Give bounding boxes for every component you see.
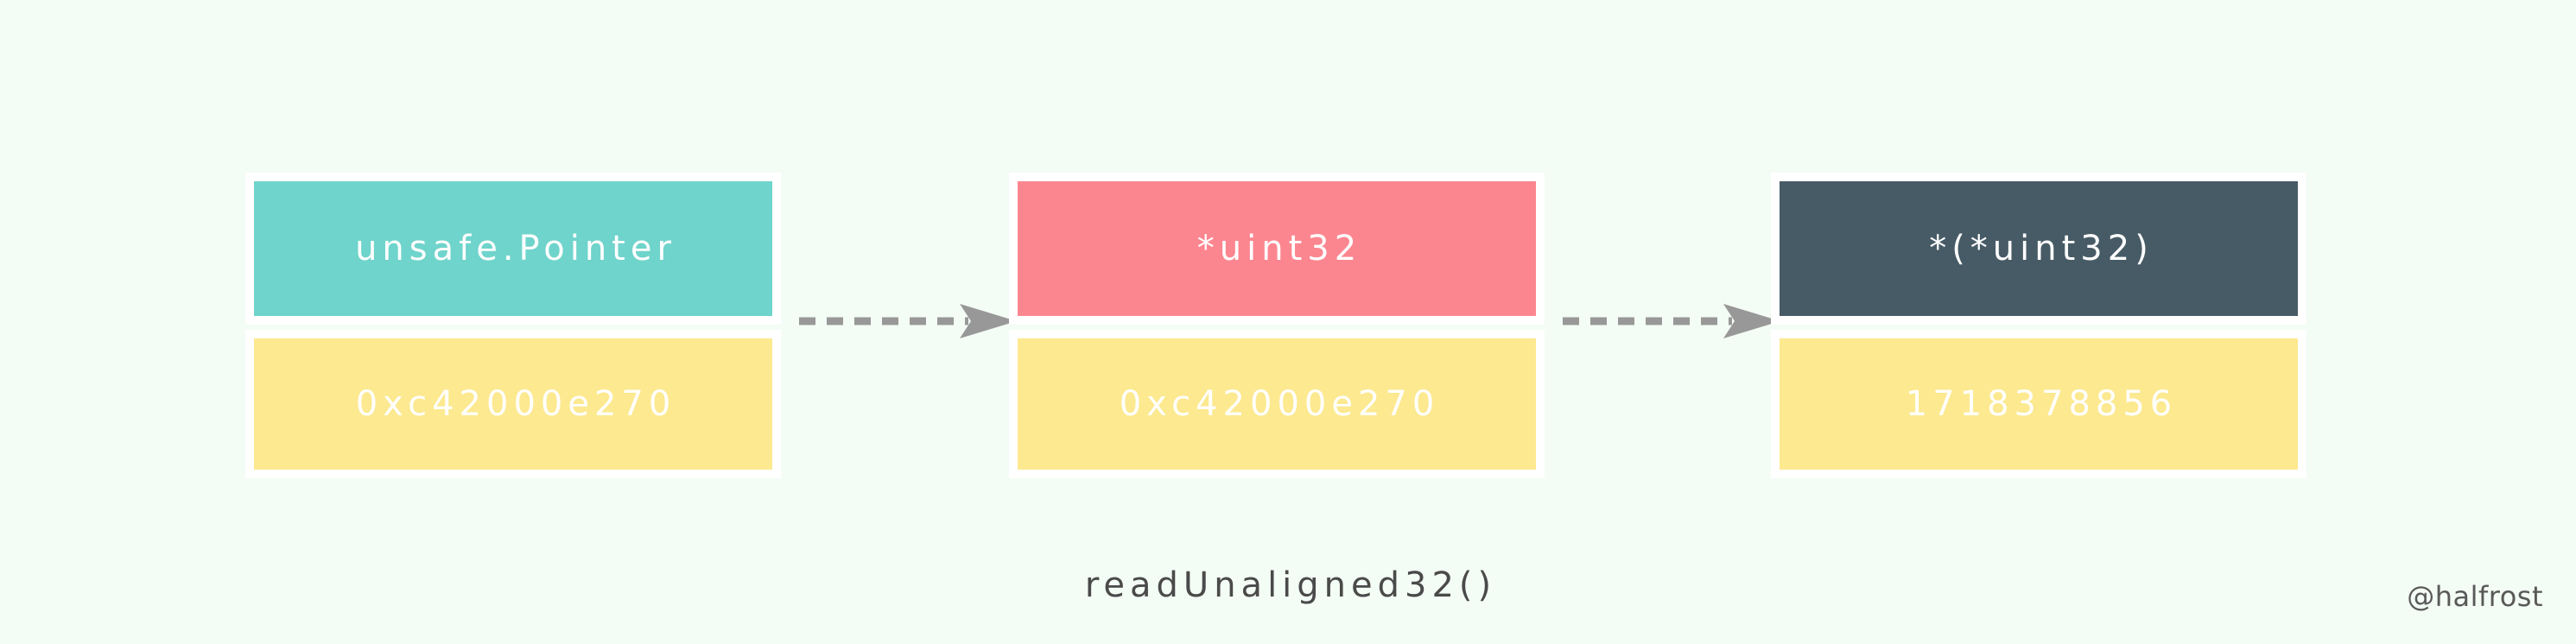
value-label: 1718378856 bbox=[1905, 384, 2178, 424]
arrow-head-icon bbox=[960, 304, 1017, 338]
type-label: unsafe.Pointer bbox=[355, 229, 676, 268]
diagram-caption: readUnaligned32() bbox=[1084, 565, 1497, 605]
author-watermark: @halfrost bbox=[2407, 580, 2543, 613]
arrow-head-icon bbox=[1723, 304, 1780, 338]
type-cell-uint32-deref: *(*uint32) bbox=[1771, 173, 2306, 325]
type-label: *uint32 bbox=[1196, 229, 1362, 268]
arrow-uint32-to-deref bbox=[1563, 304, 1784, 338]
value-cell-uint32-pointer: 0xc42000e270 bbox=[1009, 330, 1545, 478]
arrow-unsafe-pointer-to-uint32 bbox=[799, 304, 1020, 338]
value-label: 0xc42000e270 bbox=[1119, 384, 1440, 424]
value-label: 0xc42000e270 bbox=[355, 384, 676, 424]
value-cell-unsafe-pointer: 0xc42000e270 bbox=[245, 330, 781, 478]
value-cell-uint32-deref: 1718378856 bbox=[1771, 330, 2306, 478]
type-cell-unsafe-pointer: unsafe.Pointer bbox=[245, 173, 781, 325]
type-label: *(*uint32) bbox=[1929, 229, 2154, 268]
type-cell-uint32-pointer: *uint32 bbox=[1009, 173, 1545, 325]
